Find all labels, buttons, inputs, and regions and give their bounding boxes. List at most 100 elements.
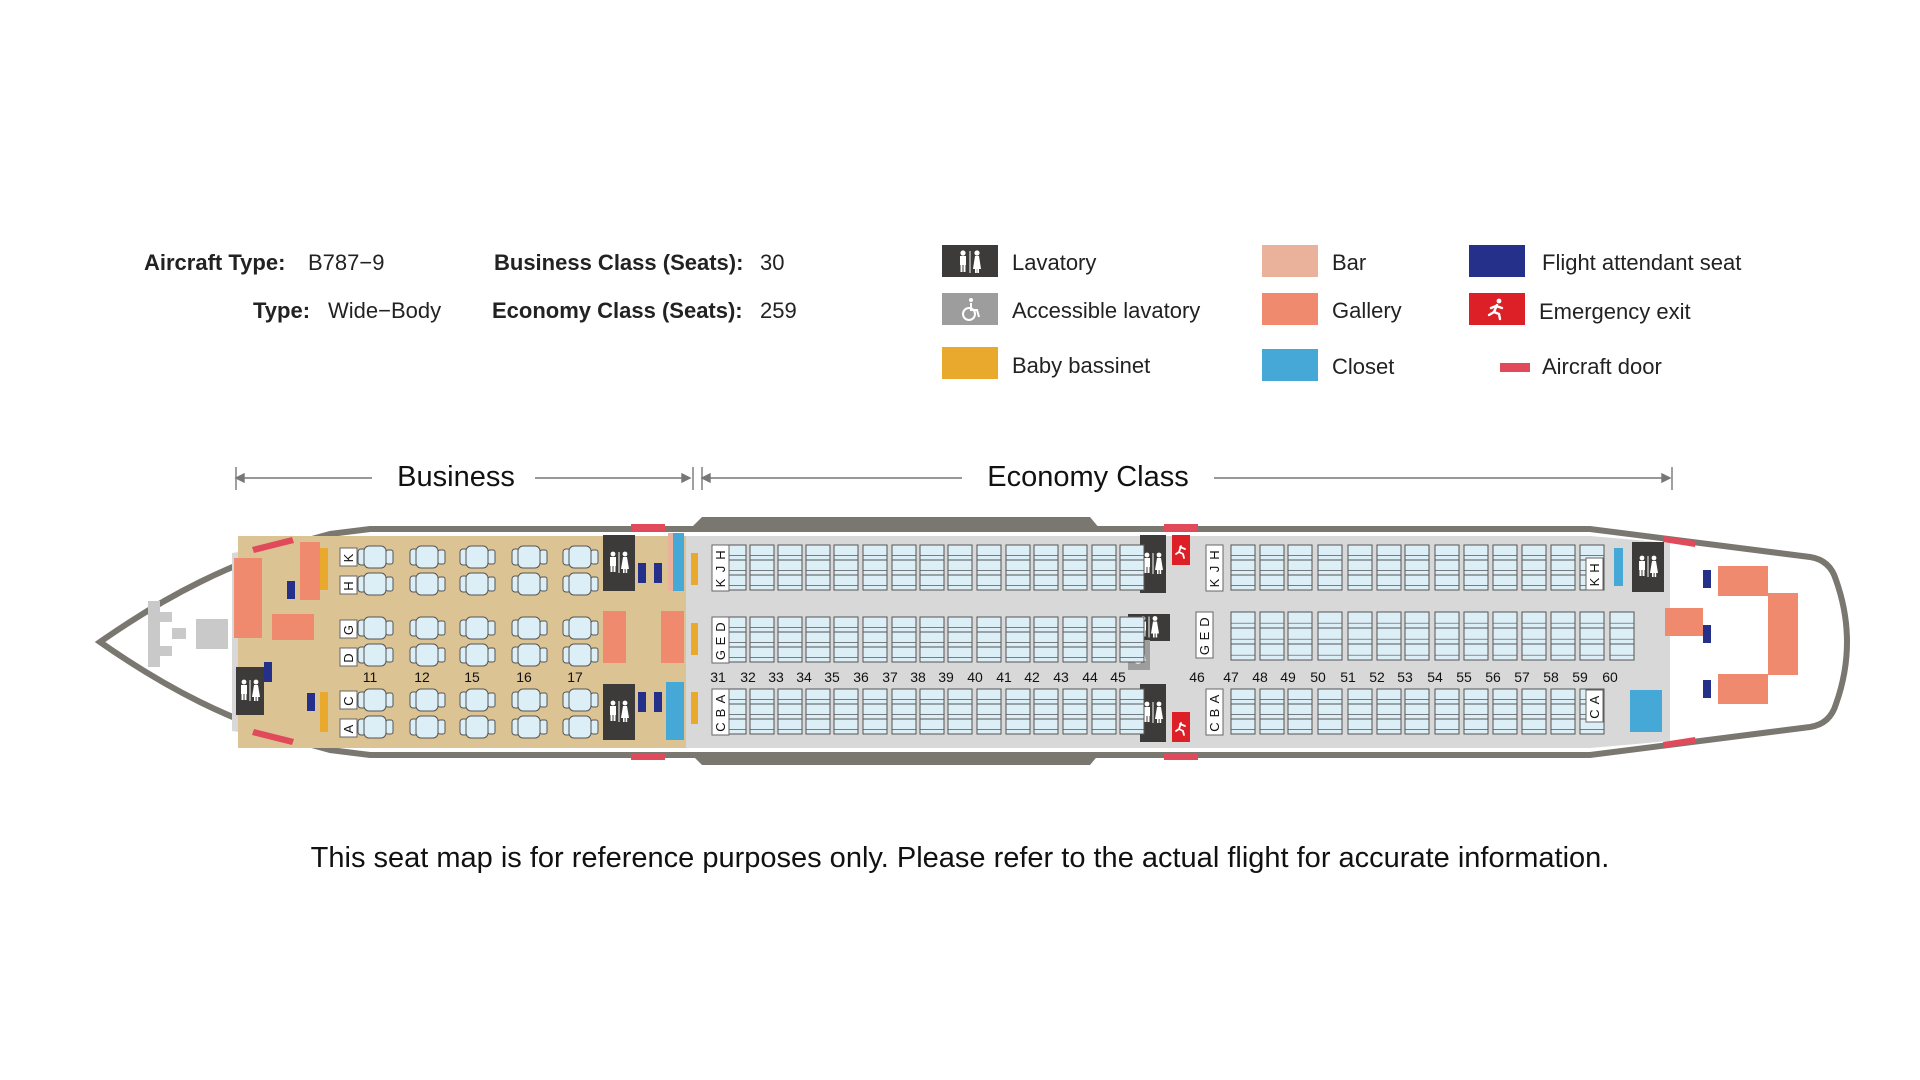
business-seat-12[interactable] [409,545,446,569]
economy-seat-43-bottom[interactable] [1062,688,1088,735]
economy-seat-51-top[interactable] [1347,544,1373,591]
economy-seat-52-bottom[interactable] [1376,688,1402,735]
economy-seat-39-bottom[interactable] [947,688,973,735]
economy-seat-43-mid[interactable] [1062,616,1088,663]
economy-seat-34-mid[interactable] [805,616,831,663]
business-seat-15[interactable] [459,545,496,569]
economy-seat-44-mid[interactable] [1091,616,1117,663]
business-seat-16[interactable] [511,616,548,640]
business-seat-17[interactable] [562,572,599,596]
economy-seat-35-top[interactable] [833,544,859,591]
economy-seat-42-mid[interactable] [1033,616,1059,663]
economy-seat-52-top[interactable] [1376,544,1402,591]
economy-seat-53-top[interactable] [1404,544,1430,591]
economy-seat-40-mid[interactable] [976,616,1002,663]
economy-seat-55-bottom[interactable] [1463,688,1489,735]
economy-seat-58-mid[interactable] [1550,611,1576,661]
business-seat-11[interactable] [357,688,394,712]
business-seat-16[interactable] [511,572,548,596]
economy-seat-48-bottom[interactable] [1259,688,1285,735]
business-seat-11[interactable] [357,715,394,739]
business-seat-16[interactable] [511,643,548,667]
business-seat-12[interactable] [409,643,446,667]
economy-seat-58-top[interactable] [1550,544,1576,591]
economy-seat-38-mid[interactable] [919,616,945,663]
economy-seat-54-bottom[interactable] [1434,688,1460,735]
economy-seat-42-top[interactable] [1033,544,1059,591]
economy-seat-53-mid[interactable] [1404,611,1430,661]
economy-seat-57-bottom[interactable] [1521,688,1547,735]
business-seat-11[interactable] [357,572,394,596]
economy-seat-58-bottom[interactable] [1550,688,1576,735]
economy-seat-50-mid[interactable] [1317,611,1343,661]
economy-seat-57-mid[interactable] [1521,611,1547,661]
business-seat-15[interactable] [459,572,496,596]
economy-seat-47-top[interactable] [1230,544,1256,591]
economy-seat-35-mid[interactable] [833,616,859,663]
economy-seat-43-top[interactable] [1062,544,1088,591]
economy-seat-37-mid[interactable] [891,616,917,663]
economy-seat-38-top[interactable] [919,544,945,591]
economy-seat-36-mid[interactable] [862,616,888,663]
economy-seat-36-bottom[interactable] [862,688,888,735]
economy-seat-53-bottom[interactable] [1404,688,1430,735]
economy-seat-49-mid[interactable] [1287,611,1313,661]
business-seat-15[interactable] [459,643,496,667]
business-seat-12[interactable] [409,572,446,596]
economy-seat-48-mid[interactable] [1259,611,1285,661]
economy-seat-49-top[interactable] [1287,544,1313,591]
business-seat-17[interactable] [562,643,599,667]
economy-seat-59-mid[interactable] [1579,611,1605,661]
business-seat-11[interactable] [357,545,394,569]
business-seat-16[interactable] [511,545,548,569]
economy-seat-54-mid[interactable] [1434,611,1460,661]
economy-seat-51-bottom[interactable] [1347,688,1373,735]
economy-seat-56-top[interactable] [1492,544,1518,591]
economy-seat-44-top[interactable] [1091,544,1117,591]
business-seat-15[interactable] [459,715,496,739]
economy-seat-33-bottom[interactable] [777,688,803,735]
economy-seat-55-mid[interactable] [1463,611,1489,661]
economy-seat-40-bottom[interactable] [976,688,1002,735]
business-seat-16[interactable] [511,688,548,712]
economy-seat-50-bottom[interactable] [1317,688,1343,735]
economy-seat-44-bottom[interactable] [1091,688,1117,735]
economy-seat-39-mid[interactable] [947,616,973,663]
business-seat-11[interactable] [357,616,394,640]
economy-seat-56-bottom[interactable] [1492,688,1518,735]
economy-seat-49-bottom[interactable] [1287,688,1313,735]
economy-seat-38-bottom[interactable] [919,688,945,735]
business-seat-16[interactable] [511,715,548,739]
business-seat-17[interactable] [562,715,599,739]
economy-seat-36-top[interactable] [862,544,888,591]
economy-seat-56-mid[interactable] [1492,611,1518,661]
economy-seat-32-top[interactable] [749,544,775,591]
economy-seat-47-bottom[interactable] [1230,688,1256,735]
economy-seat-39-top[interactable] [947,544,973,591]
business-seat-17[interactable] [562,688,599,712]
economy-seat-37-bottom[interactable] [891,688,917,735]
economy-seat-37-top[interactable] [891,544,917,591]
business-seat-17[interactable] [562,616,599,640]
economy-seat-40-top[interactable] [976,544,1002,591]
economy-seat-55-top[interactable] [1463,544,1489,591]
business-seat-11[interactable] [357,643,394,667]
economy-seat-48-top[interactable] [1259,544,1285,591]
economy-seat-35-bottom[interactable] [833,688,859,735]
economy-seat-45-top[interactable] [1119,544,1145,591]
business-seat-12[interactable] [409,715,446,739]
economy-seat-34-bottom[interactable] [805,688,831,735]
economy-seat-34-top[interactable] [805,544,831,591]
economy-seat-41-mid[interactable] [1005,616,1031,663]
economy-seat-45-mid[interactable] [1119,616,1145,663]
economy-seat-57-top[interactable] [1521,544,1547,591]
business-seat-17[interactable] [562,545,599,569]
economy-seat-52-mid[interactable] [1376,611,1402,661]
economy-seat-41-top[interactable] [1005,544,1031,591]
business-seat-15[interactable] [459,688,496,712]
economy-seat-41-bottom[interactable] [1005,688,1031,735]
economy-seat-50-top[interactable] [1317,544,1343,591]
business-seat-12[interactable] [409,688,446,712]
business-seat-15[interactable] [459,616,496,640]
economy-seat-32-mid[interactable] [749,616,775,663]
